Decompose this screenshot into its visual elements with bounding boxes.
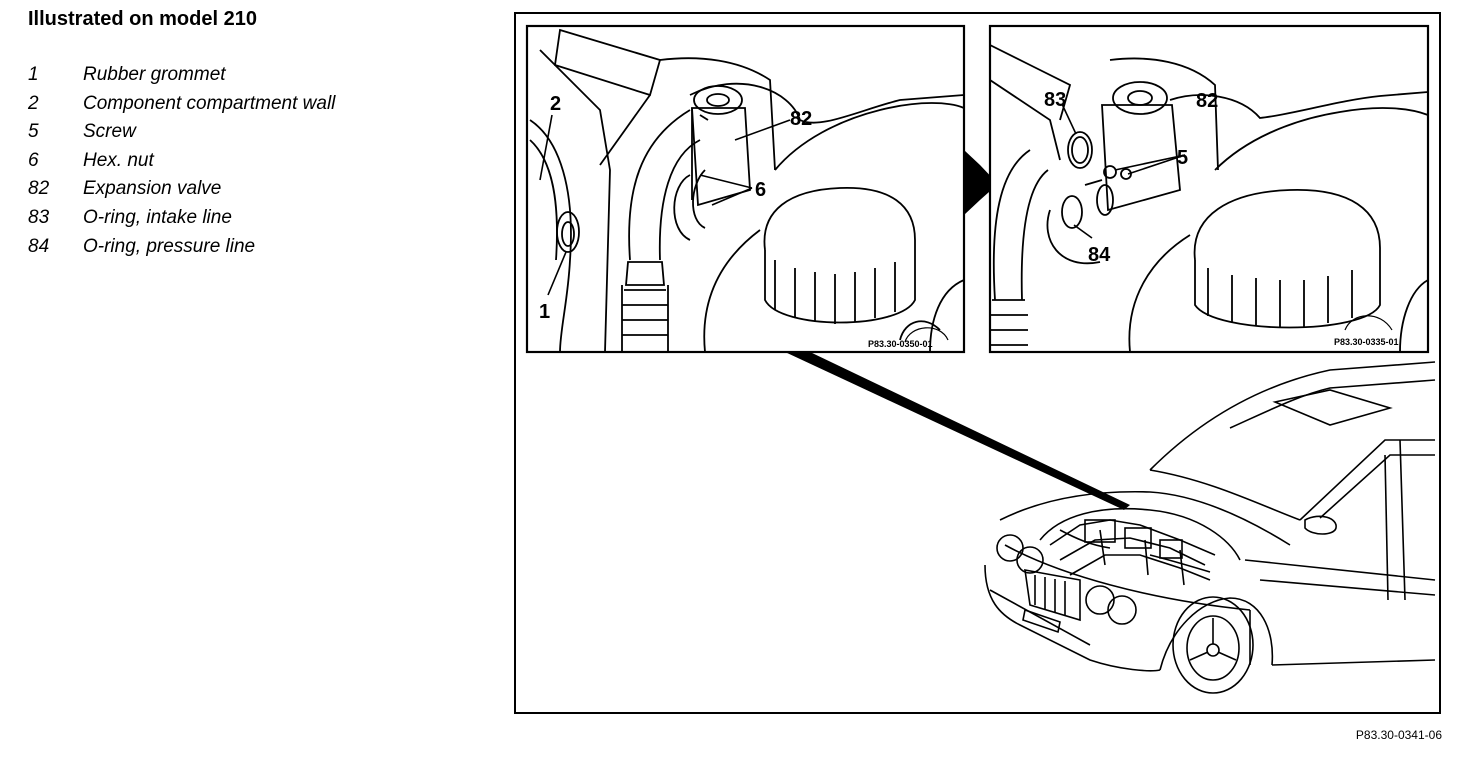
inset-code-left: P83.30-0350-01 — [868, 339, 933, 349]
legend-label: Rubber grommet — [83, 64, 226, 85]
leader-lines-right — [1061, 103, 1186, 239]
detail-inset-right — [988, 24, 1430, 354]
legend-number: 1 — [28, 64, 39, 85]
legend-number: 82 — [28, 178, 50, 200]
callout-5: 5 — [1177, 147, 1188, 169]
legend-label: Expansion valve — [83, 178, 222, 200]
figure-frame — [514, 12, 1441, 714]
car-illustration — [984, 361, 1436, 694]
detail-inset-left — [525, 24, 966, 354]
legend-label: Component compartment wall — [83, 92, 336, 114]
sunroof — [1272, 389, 1393, 426]
inset-left-mark — [904, 327, 949, 343]
legend-number: 5 — [28, 121, 39, 143]
page-title: Illustrated on model 210 — [28, 8, 257, 30]
legend-label: Screw — [83, 121, 136, 143]
legend-label: O-ring, pressure line — [83, 235, 256, 257]
arrow-icon — [964, 150, 998, 215]
callout-82-right: 82 — [1196, 90, 1218, 112]
legend-number: 6 — [28, 149, 39, 171]
legend-number: 83 — [28, 206, 50, 228]
legend-number: 84 — [28, 235, 50, 257]
legend-label: Hex. nut — [83, 149, 154, 171]
callout-83: 83 — [1044, 89, 1066, 111]
callout-6: 6 — [755, 179, 766, 201]
figure-code: P83.30-0341-06 — [1355, 728, 1442, 742]
inset-right-mark — [1344, 315, 1393, 331]
inset-right-drawing — [990, 44, 1428, 352]
callout-82: 82 — [790, 108, 812, 130]
callout-2: 2 — [550, 93, 561, 115]
legend-number: 2 — [28, 92, 39, 114]
legend-label: O-ring, intake line — [83, 206, 232, 228]
inset-code-right: P83.30-0335-01 — [1334, 337, 1399, 347]
leader-lines-left — [539, 114, 791, 296]
detail-leader — [785, 352, 1130, 510]
inset-left-drawing — [529, 28, 964, 352]
callout-84: 84 — [1088, 244, 1111, 266]
callout-1: 1 — [539, 301, 550, 323]
